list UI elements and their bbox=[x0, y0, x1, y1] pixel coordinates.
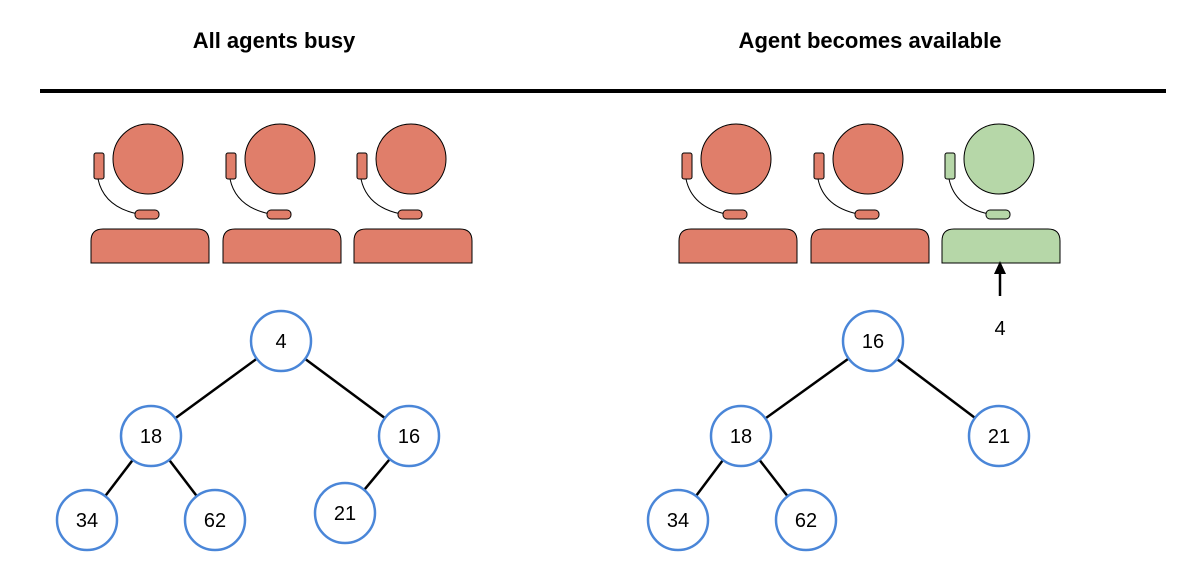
agent-busy-icon bbox=[222, 123, 342, 264]
dispatched-value-label: 4 bbox=[994, 318, 1005, 340]
heap-node-label: 21 bbox=[334, 503, 356, 525]
heap-node: 62 bbox=[183, 488, 247, 552]
heap-node: 34 bbox=[646, 488, 710, 552]
agent-busy-icon bbox=[810, 123, 930, 264]
agents-row-right bbox=[678, 123, 1061, 264]
heap-node-label: 18 bbox=[730, 426, 752, 448]
heap-node-circle bbox=[841, 309, 905, 373]
heap-node-circle bbox=[313, 481, 377, 545]
heap-left: 4 18 16 34 62 21 bbox=[55, 309, 441, 552]
heap-node-label: 34 bbox=[667, 510, 689, 532]
agent-available-icon bbox=[941, 123, 1061, 264]
heap-node: 16 bbox=[841, 309, 905, 373]
heap-node-label: 4 bbox=[275, 331, 286, 353]
heap-node-label: 62 bbox=[795, 510, 817, 532]
agents-row-left bbox=[90, 123, 473, 264]
heap-node-circle bbox=[183, 488, 247, 552]
heap-node-circle bbox=[249, 309, 313, 373]
heap-node: 21 bbox=[313, 481, 377, 545]
heap-node-circle bbox=[646, 488, 710, 552]
heap-node-label: 62 bbox=[204, 510, 226, 532]
heap-node-label: 21 bbox=[988, 426, 1010, 448]
heap-node-label: 16 bbox=[398, 426, 420, 448]
heap-node-label: 18 bbox=[140, 426, 162, 448]
heap-right: 16 18 21 34 62 bbox=[646, 309, 1031, 552]
heap-node-label: 34 bbox=[76, 510, 98, 532]
heap-node: 4 bbox=[249, 309, 313, 373]
agent-busy-icon bbox=[353, 123, 473, 264]
heap-node-circle bbox=[55, 488, 119, 552]
heap-node-circle bbox=[774, 488, 838, 552]
heap-node-circle bbox=[119, 404, 183, 468]
header-divider bbox=[40, 89, 1166, 93]
panel-title-left: All agents busy bbox=[192, 28, 356, 53]
heap-node: 62 bbox=[774, 488, 838, 552]
panel-title-right: Agent becomes available bbox=[738, 28, 1002, 53]
heap-node: 16 bbox=[377, 404, 441, 468]
heap-node: 34 bbox=[55, 488, 119, 552]
heap-node-circle bbox=[377, 404, 441, 468]
heap-node: 18 bbox=[119, 404, 183, 468]
agent-busy-icon bbox=[90, 123, 210, 264]
heap-node: 18 bbox=[709, 404, 773, 468]
heap-node-circle bbox=[709, 404, 773, 468]
heap-node-label: 16 bbox=[862, 331, 884, 353]
heap-node-circle bbox=[967, 404, 1031, 468]
heap-node: 21 bbox=[967, 404, 1031, 468]
agent-busy-icon bbox=[678, 123, 798, 264]
up-arrow-icon bbox=[994, 261, 1006, 296]
